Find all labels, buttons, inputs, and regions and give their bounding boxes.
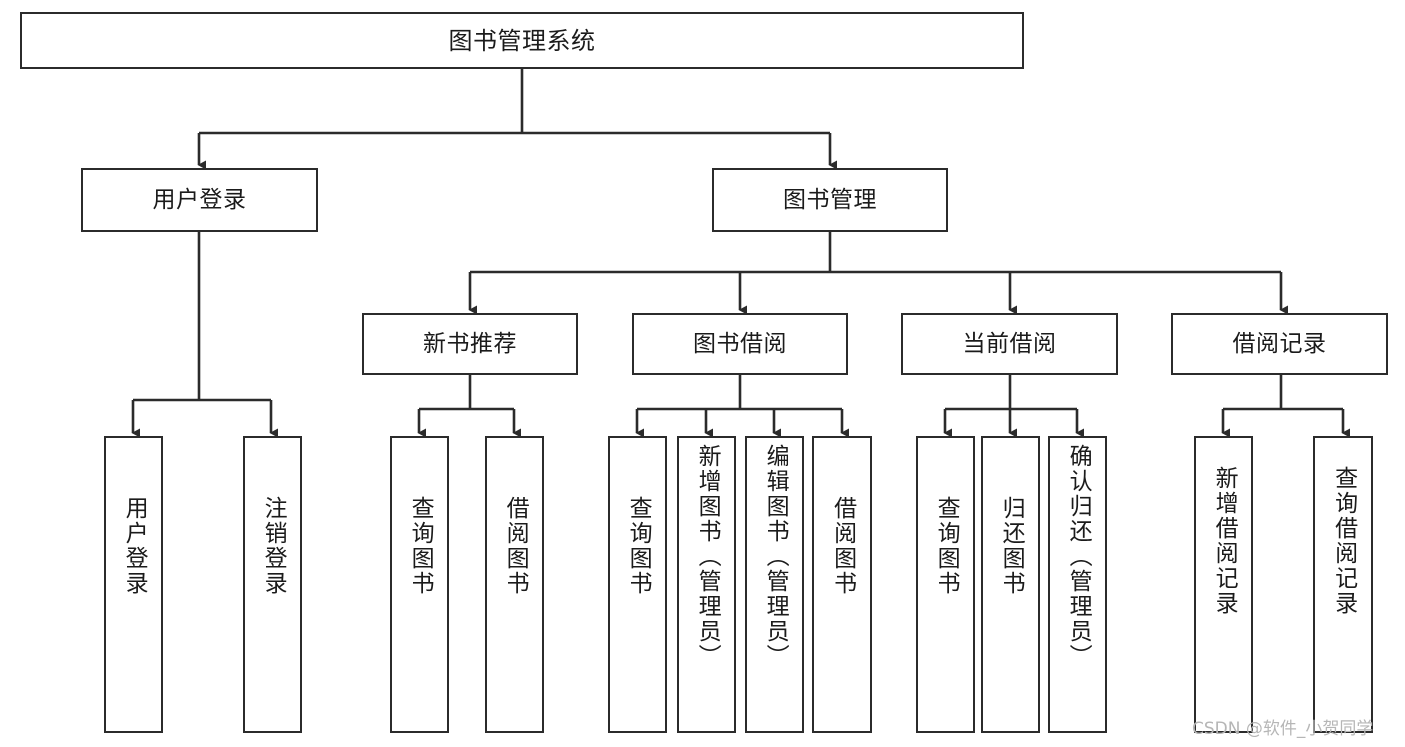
node-root[interactable]: 图书管理系统 xyxy=(20,12,1024,69)
node-borrow-record[interactable]: 借阅记录 xyxy=(1171,313,1388,375)
node-book-management-label: 图书管理 xyxy=(783,186,877,213)
node-book-borrow-label: 图书借阅 xyxy=(693,330,787,357)
leaf-borrow-record-add-label: 新增借阅记录 xyxy=(1211,466,1238,616)
leaf-borrow-record-query[interactable]: 查询借阅记录 xyxy=(1313,436,1373,733)
leaf-current-borrow-query[interactable]: 查询图书 xyxy=(916,436,975,733)
leaf-new-book-borrow-label: 借阅图书 xyxy=(502,496,529,596)
leaf-user-login-logout-label: 注销登录 xyxy=(260,496,287,596)
leaf-current-borrow-query-label: 查询图书 xyxy=(933,496,960,596)
node-new-book-recommend-label: 新书推荐 xyxy=(423,330,517,357)
node-current-borrow[interactable]: 当前借阅 xyxy=(901,313,1118,375)
node-book-borrow[interactable]: 图书借阅 xyxy=(632,313,848,375)
leaf-current-borrow-confirm-label: 确认归还（管理员） xyxy=(1065,444,1092,669)
node-borrow-record-label: 借阅记录 xyxy=(1232,330,1327,357)
leaf-new-book-query-label: 查询图书 xyxy=(407,496,434,596)
leaf-user-login-logout[interactable]: 注销登录 xyxy=(243,436,302,733)
leaf-user-login-login[interactable]: 用户登录 xyxy=(104,436,163,733)
node-book-management[interactable]: 图书管理 xyxy=(712,168,948,232)
leaf-new-book-borrow[interactable]: 借阅图书 xyxy=(485,436,544,733)
node-current-borrow-label: 当前借阅 xyxy=(962,330,1057,357)
leaf-new-book-query[interactable]: 查询图书 xyxy=(390,436,449,733)
node-user-login-label: 用户登录 xyxy=(152,186,247,213)
leaf-user-login-login-label: 用户登录 xyxy=(121,496,148,596)
leaf-book-borrow-edit-label: 编辑图书（管理员） xyxy=(762,444,789,669)
node-new-book-recommend[interactable]: 新书推荐 xyxy=(362,313,578,375)
watermark: CSDN @软件_小贺同学 xyxy=(1192,719,1374,739)
leaf-current-borrow-return[interactable]: 归还图书 xyxy=(981,436,1040,733)
node-user-login[interactable]: 用户登录 xyxy=(81,168,318,232)
leaf-current-borrow-return-label: 归还图书 xyxy=(998,496,1025,596)
leaf-book-borrow-query-label: 查询图书 xyxy=(625,496,652,596)
leaf-borrow-record-add[interactable]: 新增借阅记录 xyxy=(1194,436,1253,733)
leaf-book-borrow-borrow-label: 借阅图书 xyxy=(829,496,856,596)
leaf-book-borrow-add[interactable]: 新增图书（管理员） xyxy=(677,436,736,733)
leaf-book-borrow-add-label: 新增图书（管理员） xyxy=(694,444,721,669)
leaf-borrow-record-query-label: 查询借阅记录 xyxy=(1330,466,1357,616)
leaf-current-borrow-confirm[interactable]: 确认归还（管理员） xyxy=(1048,436,1107,733)
leaf-book-borrow-edit[interactable]: 编辑图书（管理员） xyxy=(745,436,804,733)
leaf-book-borrow-query[interactable]: 查询图书 xyxy=(608,436,667,733)
leaf-book-borrow-borrow[interactable]: 借阅图书 xyxy=(812,436,872,733)
node-root-label: 图书管理系统 xyxy=(448,26,596,55)
